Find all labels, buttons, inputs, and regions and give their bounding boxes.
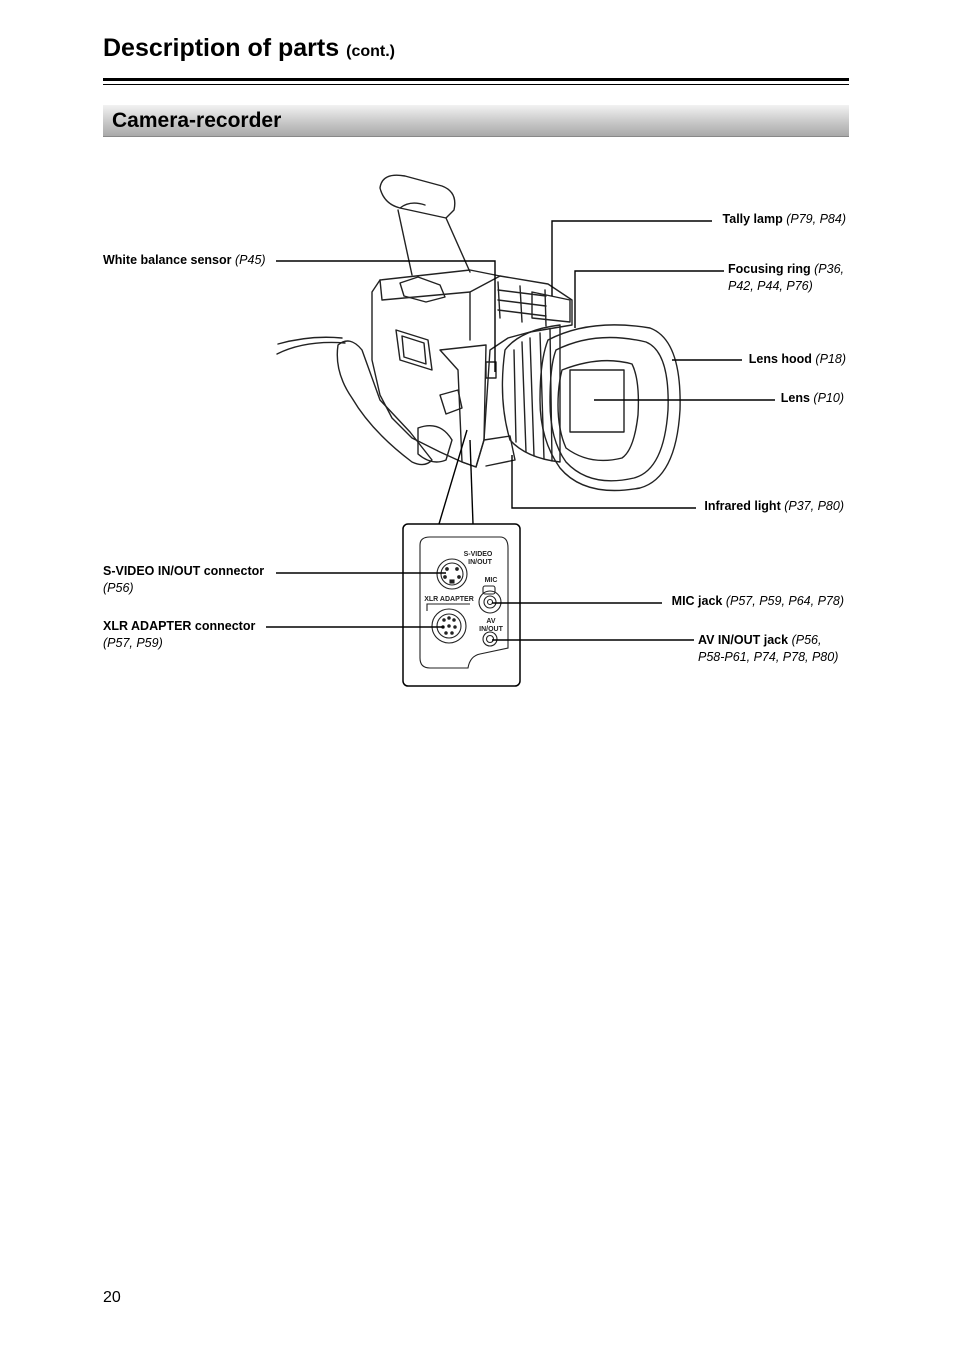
eyecup-illustration [379,174,456,219]
lens-window [569,369,625,433]
av-jack-illustration [482,631,498,647]
panel-av-label-1: AV [486,618,496,625]
label-ref-continued: P58-P61, P74, P78, P80) [698,650,839,664]
panel-mic-label: MIC [485,577,498,584]
label-name: White balance sensor [103,253,232,267]
label-ref: (P36, [814,262,845,276]
label-name: S-VIDEO IN/OUT connector [103,564,265,578]
label-ref-continued: P42, P44, P76) [728,279,813,293]
lens-glass-illustration [557,359,640,462]
label-mic-jack: MIC jack (P57, P59, P64, P78) [672,593,844,610]
label-av-jack: AV IN/OUT jack (P56, P58-P61, P74, P78, … [698,632,838,666]
connector-panel-outline [419,536,509,669]
label-ref: (P18) [815,352,846,366]
label-name: Tally lamp [722,212,783,226]
leader-infrared [511,455,696,509]
label-tally-lamp: Tally lamp (P79, P84) [723,211,846,228]
tally-lamp-illustration [531,291,571,323]
svideo-connector-illustration [436,558,468,590]
panel-svideo-label-2: IN/OUT [468,559,492,566]
label-ref: (P57, P59, P64, P78) [725,594,844,608]
label-ref: (P10) [813,391,844,405]
label-name: Focusing ring [728,262,811,276]
leader-panel-left [438,429,468,525]
section-header-bar: Camera-recorder [103,105,849,137]
leader-panel-right [469,439,474,525]
label-lens-hood: Lens hood (P18) [749,351,846,368]
header-rule-thin [103,84,849,85]
lens-hood-illustration [539,324,681,492]
header-rule-thick [103,78,849,81]
label-focusing-ring: Focusing ring (P36, P42, P44, P76) [728,261,844,295]
leader-focusing-ring [574,270,724,328]
label-white-balance-sensor: White balance sensor (P45) [103,252,266,269]
mic-jack-illustration [478,590,502,614]
page-title: Description of parts (cont.) [103,34,395,63]
label-name: XLR ADAPTER connector [103,619,256,633]
label-ref: (P56) [103,581,134,595]
label-name: Lens hood [748,352,812,366]
panel-svideo-label-1: S-VIDEO [464,551,493,558]
label-infrared-light: Infrared light (P37, P80) [704,498,844,515]
xlr-adapter-connector-illustration [431,608,467,644]
label-ref: (P37, P80) [784,499,844,513]
white-balance-sensor-illustration [485,361,497,379]
label-ref: (P79, P84) [786,212,846,226]
label-name: Lens [780,391,810,405]
label-name: AV IN/OUT jack [698,633,789,647]
label-xlr-adapter-connector: XLR ADAPTER connector (P57, P59) [103,618,255,652]
focusing-ring-illustration [501,324,561,463]
leader-white-balance [276,260,496,372]
connector-panel-frame [402,523,521,687]
label-name: Infrared light [704,499,781,513]
leader-tally-lamp [551,220,712,296]
label-lens: Lens (P10) [781,390,844,407]
page-number: 20 [103,1289,121,1306]
label-ref: (P45) [235,253,266,267]
label-ref: (P57, P59) [103,636,163,650]
label-svideo-connector: S-VIDEO IN/OUT connector (P56) [103,563,264,597]
page-title-text: Description of parts [103,34,340,62]
label-ref: (P56, [791,633,822,647]
strap-illustration [276,341,346,355]
panel-xlr-label: XLR ADAPTER [424,596,474,603]
section-title: Camera-recorder [112,109,282,132]
panel-av-label-2: IN/OUT [479,626,503,633]
grip-illustration [336,340,433,466]
page-title-suffix: (cont.) [346,43,395,60]
label-name: MIC jack [671,594,723,608]
